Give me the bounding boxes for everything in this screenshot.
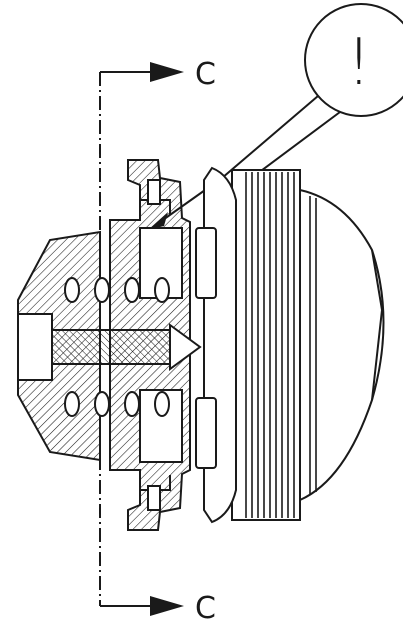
warning-icon: ! (346, 26, 372, 100)
section-arrowhead-bottom (150, 596, 184, 616)
thread-lines (245, 172, 317, 518)
spring-upper (64, 277, 170, 303)
flange-plate (195, 166, 237, 524)
section-arrowhead-top (150, 62, 184, 82)
callout-bubble (148, 3, 403, 230)
spring-lower (64, 391, 170, 417)
section-label-top: C (195, 57, 216, 92)
section-label-bottom: C (195, 591, 216, 626)
seal-details (140, 179, 171, 511)
threaded-ring (231, 169, 385, 521)
